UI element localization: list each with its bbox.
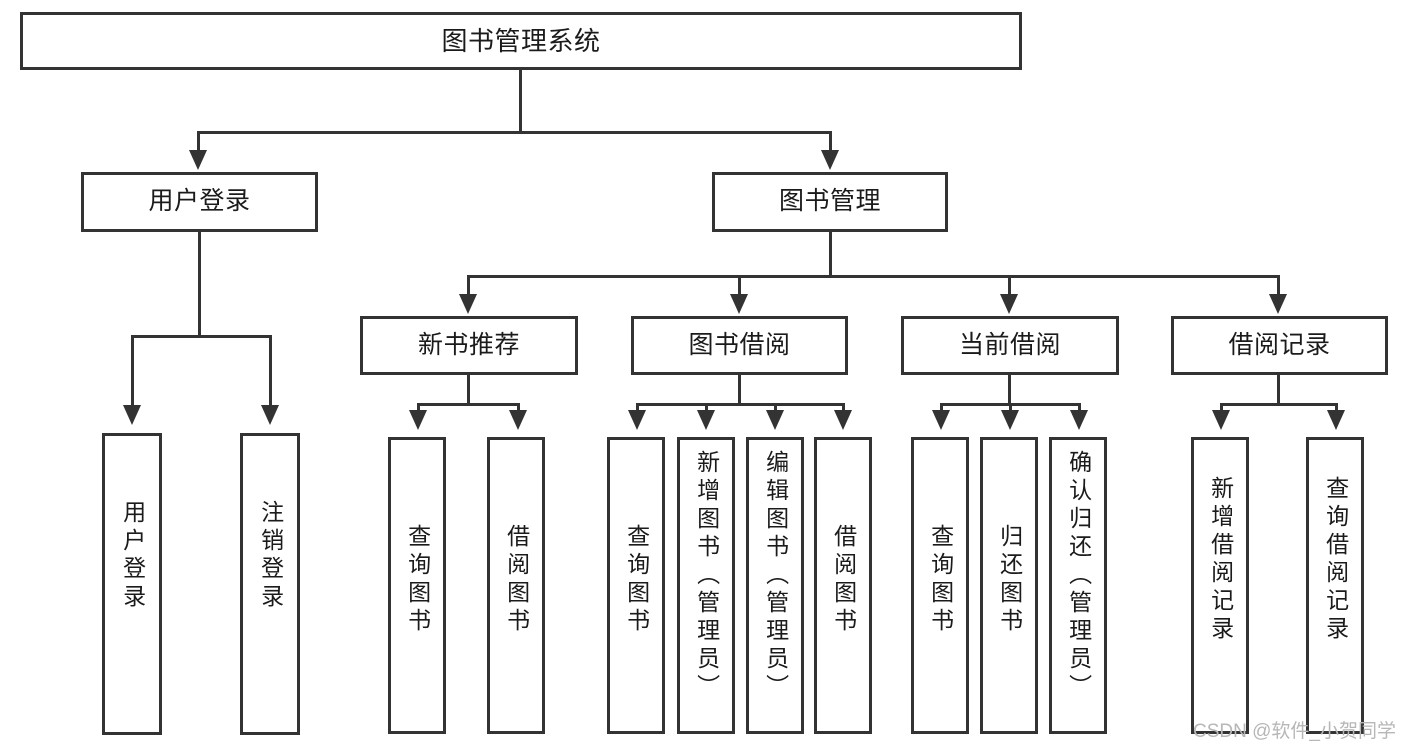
node-leaf-confirm-return-label: 确认归还（管理员） (1065, 450, 1092, 702)
node-leaf-query-book-1-label: 查询图书 (404, 524, 431, 636)
node-leaf-borrow-book-1-label: 借阅图书 (503, 524, 530, 636)
edge-bb-leaf3 (774, 403, 777, 413)
arrowhead-current-borrow (1000, 294, 1018, 314)
node-leaf-add-record[interactable]: 新增借阅记录 (1191, 437, 1249, 734)
edge-bb-leaf2 (705, 403, 708, 413)
edge-book-manage-trunk (829, 232, 832, 278)
arrowhead-user-login (189, 150, 207, 170)
node-leaf-logout-login[interactable]: 注销登录 (240, 433, 300, 735)
edge-br-trunk (1277, 375, 1280, 405)
node-book-manage-label: 图书管理 (778, 187, 881, 216)
edge-bb-leaf1 (636, 403, 639, 413)
node-leaf-user-login[interactable]: 用户登录 (102, 433, 162, 735)
node-leaf-borrow-book-2[interactable]: 借阅图书 (814, 437, 872, 734)
node-new-book-recommend[interactable]: 新书推荐 (360, 316, 578, 375)
edge-user-login-trunk (198, 232, 201, 338)
node-leaf-return-book[interactable]: 归还图书 (980, 437, 1038, 734)
node-book-borrow[interactable]: 图书借阅 (631, 316, 848, 375)
edge-to-borrow-record (1277, 275, 1280, 297)
node-new-book-recommend-label: 新书推荐 (417, 330, 520, 359)
node-current-borrow[interactable]: 当前借阅 (901, 316, 1119, 375)
edge-user-login-bus (131, 335, 269, 338)
arrowhead-book-manage (821, 150, 839, 170)
node-leaf-add-book[interactable]: 新增图书（管理员） (677, 437, 735, 734)
edge-cb-trunk (1008, 375, 1011, 405)
node-leaf-borrow-book-1[interactable]: 借阅图书 (487, 437, 545, 734)
edge-bb-bus (636, 403, 844, 406)
arrowhead-leaf-add-record (1212, 410, 1230, 430)
edge-book-manage-bus (467, 275, 1280, 278)
edge-root-bus (197, 131, 832, 134)
node-user-login[interactable]: 用户登录 (81, 172, 318, 232)
node-user-login-label: 用户登录 (148, 187, 251, 216)
edge-cb-leaf2 (1009, 403, 1012, 413)
edge-bb-leaf4 (842, 403, 845, 413)
edge-br-leaf2 (1335, 403, 1338, 413)
arrowhead-new-book-recommend (459, 294, 477, 314)
edge-root-to-book-manage (829, 131, 832, 152)
edge-cb-leaf1 (940, 403, 943, 413)
node-book-borrow-label: 图书借阅 (688, 330, 791, 359)
edge-user-login-leaf1 (131, 335, 134, 407)
node-root[interactable]: 图书管理系统 (20, 12, 1022, 70)
edge-nbr-trunk (467, 375, 470, 405)
edge-bb-trunk (738, 375, 741, 405)
edge-nbr-leaf2 (517, 403, 520, 413)
arrowhead-leaf-borrow-book-2 (834, 410, 852, 430)
node-leaf-edit-book-label: 编辑图书（管理员） (762, 450, 789, 702)
node-leaf-user-login-label: 用户登录 (119, 500, 146, 612)
edge-to-book-borrow (738, 275, 741, 297)
node-book-manage[interactable]: 图书管理 (712, 172, 948, 232)
node-leaf-query-book-3[interactable]: 查询图书 (911, 437, 969, 734)
arrowhead-leaf-query-book-3 (932, 410, 950, 430)
node-leaf-query-book-1[interactable]: 查询图书 (388, 437, 446, 734)
arrowhead-leaf-add-book (697, 410, 715, 430)
edge-user-login-leaf2 (269, 335, 272, 407)
node-leaf-confirm-return[interactable]: 确认归还（管理员） (1049, 437, 1107, 734)
edge-to-new-book-recommend (467, 275, 470, 297)
node-leaf-add-book-label: 新增图书（管理员） (693, 450, 720, 702)
arrowhead-leaf-return-book (1001, 410, 1019, 430)
edge-root-trunk (519, 70, 522, 133)
node-leaf-borrow-book-2-label: 借阅图书 (830, 524, 857, 636)
edge-br-leaf1 (1220, 403, 1223, 413)
edge-to-current-borrow (1008, 275, 1011, 297)
node-leaf-query-book-3-label: 查询图书 (927, 524, 954, 636)
arrowhead-leaf-query-record (1327, 410, 1345, 430)
edge-nbr-bus (417, 403, 520, 406)
arrowhead-leaf-query-book-1 (409, 410, 427, 430)
arrowhead-leaf-borrow-book-1 (509, 410, 527, 430)
arrowhead-leaf-confirm-return (1070, 410, 1088, 430)
node-borrow-record[interactable]: 借阅记录 (1171, 316, 1388, 375)
node-leaf-query-record[interactable]: 查询借阅记录 (1306, 437, 1364, 734)
arrowhead-borrow-record (1269, 294, 1287, 314)
node-leaf-add-record-label: 新增借阅记录 (1207, 476, 1234, 644)
arrowhead-leaf-edit-book (766, 410, 784, 430)
node-leaf-return-book-label: 归还图书 (996, 524, 1023, 636)
node-current-borrow-label: 当前借阅 (958, 330, 1061, 359)
edge-root-to-user-login (197, 131, 200, 152)
edge-cb-leaf3 (1078, 403, 1081, 413)
node-leaf-logout-login-label: 注销登录 (257, 500, 284, 612)
node-leaf-query-book-2-label: 查询图书 (623, 524, 650, 636)
node-leaf-query-record-label: 查询借阅记录 (1322, 476, 1349, 644)
arrowhead-leaf-user-login (123, 405, 141, 425)
node-leaf-edit-book[interactable]: 编辑图书（管理员） (746, 437, 804, 734)
arrowhead-leaf-logout-login (261, 405, 279, 425)
node-borrow-record-label: 借阅记录 (1228, 330, 1331, 359)
arrowhead-book-borrow (730, 294, 748, 314)
edge-nbr-leaf1 (417, 403, 420, 413)
edge-br-bus (1220, 403, 1338, 406)
node-root-label: 图书管理系统 (441, 25, 601, 56)
node-leaf-query-book-2[interactable]: 查询图书 (607, 437, 665, 734)
csdn-watermark: CSDN @软件_小贺同学 (1193, 721, 1396, 742)
arrowhead-leaf-query-book-2 (628, 410, 646, 430)
